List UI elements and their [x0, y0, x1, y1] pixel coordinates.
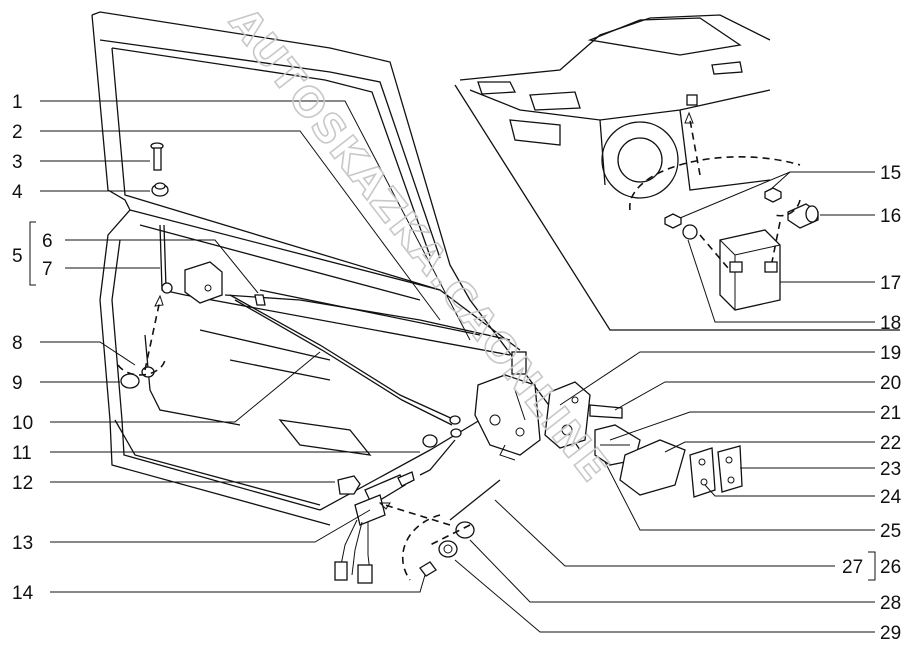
callout-24: 24 [880, 487, 902, 508]
callout-22: 22 [880, 433, 901, 454]
callout-28: 28 [880, 593, 901, 614]
callout-11: 11 [12, 443, 32, 464]
watermark: AUTOSKAZKA.CAONLINE [220, 0, 618, 492]
striker [594, 424, 686, 496]
callout-numbers: 1 2 3 4 5 6 7 8 9 10 11 12 13 14 15 16 1… [12, 92, 902, 644]
door-lock-19 [474, 351, 541, 461]
lock-housing-20 [544, 381, 623, 449]
callout-10: 10 [12, 413, 33, 434]
callout-25: 25 [880, 521, 901, 542]
callout-13: 13 [12, 533, 33, 554]
callout-5: 5 [12, 246, 23, 267]
relay-inset [664, 187, 819, 311]
callout-19: 19 [880, 343, 901, 364]
callout-4: 4 [12, 182, 23, 203]
parts [120, 14, 819, 584]
callout-23: 23 [880, 459, 901, 480]
plates [689, 445, 743, 498]
leader-lines [29, 100, 876, 633]
door-frame [91, 11, 581, 526]
callout-6: 6 [42, 231, 53, 252]
callout-17: 17 [880, 273, 901, 294]
callout-15: 15 [880, 163, 901, 184]
bushing-4 [151, 182, 169, 197]
clip-11 [422, 415, 462, 448]
callout-18: 18 [880, 313, 901, 334]
callout-26: 26 [880, 557, 901, 578]
callout-12: 12 [12, 473, 33, 494]
callout-14: 14 [12, 583, 34, 604]
bolt-3 [150, 142, 164, 171]
clamp-12 [337, 475, 361, 495]
callout-27: 27 [842, 557, 863, 578]
callout-29: 29 [880, 623, 901, 644]
callout-16: 16 [880, 206, 901, 227]
dashed-guides [117, 111, 801, 581]
callout-7: 7 [42, 259, 53, 280]
inset-border [454, 84, 900, 331]
callout-8: 8 [12, 333, 23, 354]
callout-9: 9 [12, 373, 23, 394]
callout-3: 3 [12, 152, 23, 173]
handle-bracket-7 [161, 261, 223, 304]
callout-2: 2 [12, 122, 23, 143]
callout-21: 21 [880, 403, 901, 424]
car-inset [459, 14, 771, 199]
callout-1: 1 [12, 92, 23, 113]
grommets [419, 521, 475, 577]
callout-20: 20 [880, 373, 901, 394]
